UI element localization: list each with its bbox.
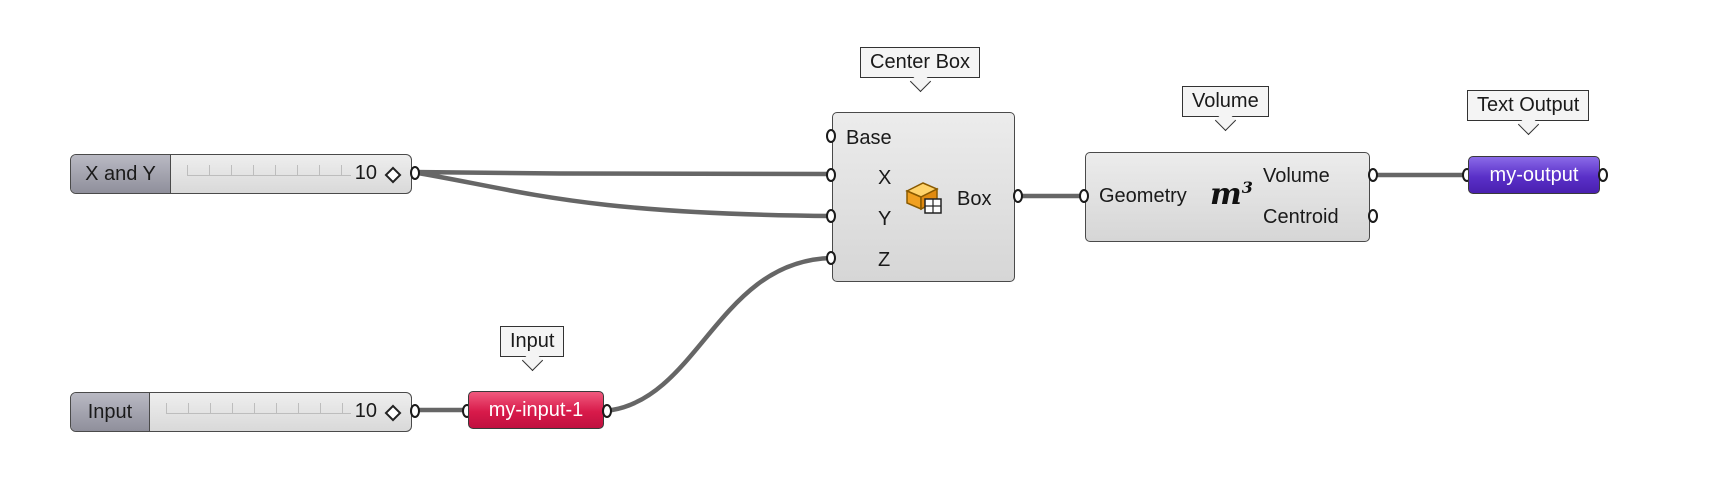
- center-box-output-box-port[interactable]: [1013, 189, 1023, 203]
- slider-input-output-port[interactable]: [410, 404, 420, 418]
- slider-ticks: [166, 403, 351, 414]
- port-label-y: Y: [878, 208, 892, 230]
- port-label-volume: Volume: [1263, 165, 1330, 187]
- slider-x-and-y[interactable]: X and Y 10: [70, 154, 412, 194]
- slider-value: 10: [354, 400, 377, 422]
- port-label-centroid: Centroid: [1263, 206, 1339, 228]
- input-tag-label: Input: [510, 330, 555, 352]
- slider-label: X and Y: [71, 155, 171, 193]
- port-label-z: Z: [878, 249, 891, 271]
- slider-value: 10: [354, 162, 377, 184]
- volume-output-volume-port[interactable]: [1368, 168, 1378, 182]
- center-box-tag: Center Box: [860, 47, 981, 93]
- volume-icon-text: m: [1210, 177, 1242, 212]
- output-param-my-output[interactable]: my-output: [1468, 156, 1600, 194]
- center-box-input-y-port[interactable]: [826, 209, 836, 223]
- port-label-geometry: Geometry: [1099, 185, 1187, 207]
- volume-output-centroid-port[interactable]: [1368, 209, 1378, 223]
- text-output-tag: Text Output: [1467, 90, 1590, 136]
- input-param-label: my-input-1: [488, 398, 584, 421]
- slider-track[interactable]: 10: [171, 155, 411, 193]
- wire-xy-to-y: [409, 169, 835, 219]
- text-output-title: Text Output: [1477, 94, 1580, 116]
- input-param-my-input-1[interactable]: my-input-1: [468, 391, 604, 429]
- volume-icon-sup: 3: [1241, 178, 1253, 197]
- box-icon: [903, 175, 945, 217]
- slider-track[interactable]: 10: [150, 393, 411, 431]
- output-param-label: my-output: [1489, 163, 1579, 186]
- volume-component[interactable]: Geometry m3 Volume Centroid: [1085, 152, 1370, 242]
- center-box-input-z-port[interactable]: [826, 251, 836, 265]
- output-param-output-port[interactable]: [1598, 168, 1608, 182]
- port-label-base: Base: [846, 127, 892, 149]
- slider-x-and-y-output-port[interactable]: [410, 166, 420, 180]
- slider-label: Input: [71, 393, 150, 431]
- volume-title: Volume: [1192, 90, 1259, 112]
- slider-ticks: [187, 165, 351, 176]
- center-box-title: Center Box: [870, 51, 971, 73]
- port-label-x: X: [878, 167, 892, 189]
- center-box-input-x-port[interactable]: [826, 168, 836, 182]
- volume-tag: Volume: [1182, 86, 1269, 132]
- volume-input-geometry-port[interactable]: [1079, 189, 1089, 203]
- input-tag: Input: [500, 326, 565, 372]
- wire-xy-to-x: [409, 169, 835, 177]
- slider-grip-icon[interactable]: [384, 404, 402, 422]
- volume-m3-icon: m3: [1210, 177, 1253, 212]
- center-box-component[interactable]: Base X Y Z Box: [832, 112, 1015, 282]
- input-param-output-port[interactable]: [602, 404, 612, 418]
- center-box-input-base-port[interactable]: [826, 129, 836, 143]
- wire-param-to-z: [609, 255, 835, 413]
- slider-input[interactable]: Input 10: [70, 392, 412, 432]
- port-label-box: Box: [957, 188, 992, 210]
- slider-grip-icon[interactable]: [384, 166, 402, 184]
